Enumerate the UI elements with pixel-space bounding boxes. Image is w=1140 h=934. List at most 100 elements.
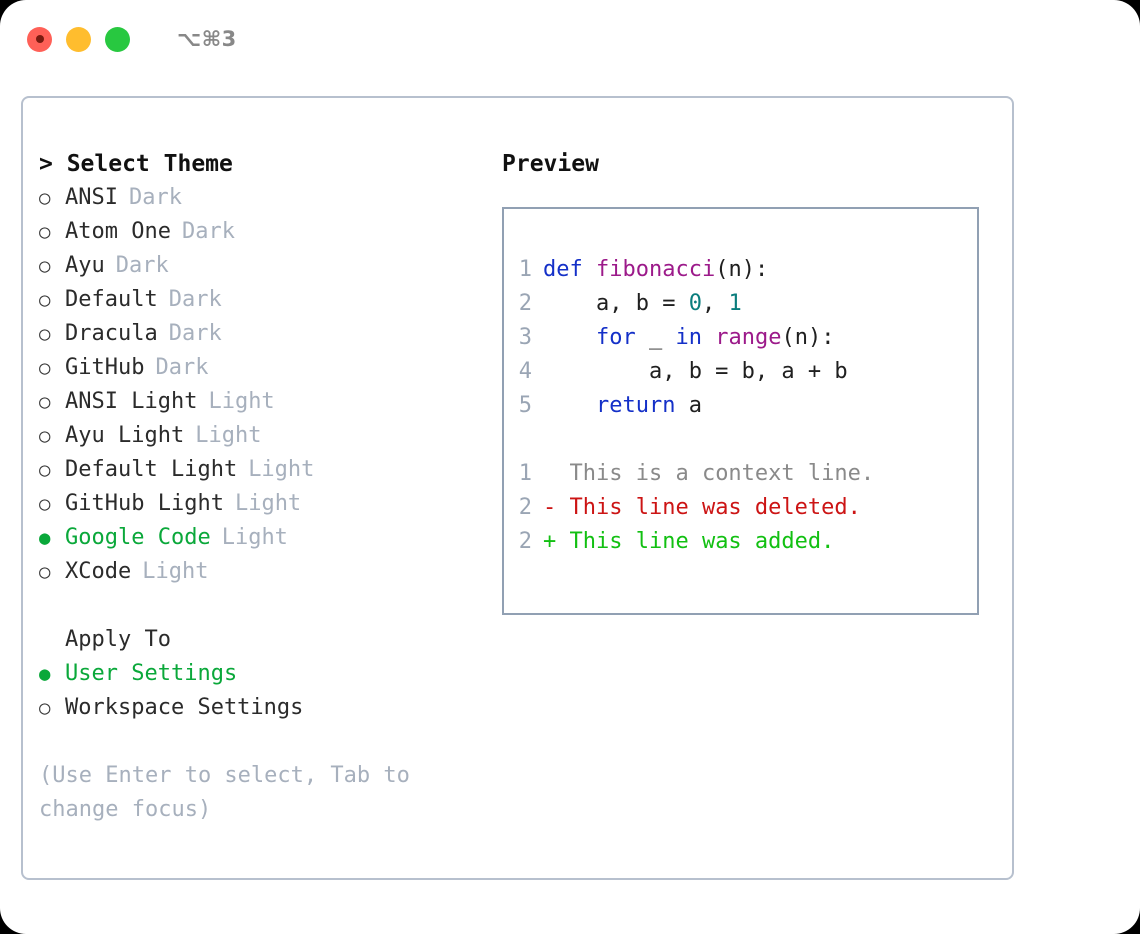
diff-marker: - (543, 495, 557, 520)
theme-option-label: GitHub (65, 355, 145, 380)
theme-option-ayu-light[interactable]: ○ Ayu Light Light (39, 419, 493, 453)
code-token-plain: , (701, 291, 729, 316)
theme-option-badge: Dark (115, 253, 169, 278)
apply-to-option-list: ●User Settings ○ Workspace Settings (39, 657, 493, 725)
theme-option-badge: Dark (168, 287, 222, 312)
close-window-button[interactable] (27, 26, 52, 52)
code-token-plain: (n): (715, 257, 769, 282)
maximize-window-button[interactable] (105, 26, 130, 52)
theme-option-badge: Light (142, 559, 209, 584)
radio-unselected-icon: ○ (39, 221, 51, 243)
radio-unselected-icon: ○ (39, 425, 51, 447)
code-diff-spacer (504, 423, 977, 457)
code-token-plain (543, 325, 596, 350)
radio-unselected-icon: ○ (39, 289, 51, 311)
diff-marker (543, 457, 556, 491)
radio-unselected-icon: ○ (39, 459, 51, 481)
keyboard-hint-text: (Use Enter to select, Tab to change focu… (39, 763, 410, 822)
theme-option-label: Google Code (65, 525, 211, 550)
theme-option-label: Dracula (65, 321, 158, 346)
code-token-kw: for (595, 325, 636, 350)
theme-option-label: Ayu (65, 253, 105, 278)
minimize-window-button[interactable] (66, 26, 91, 52)
radio-unselected-icon: ○ (39, 255, 51, 277)
radio-unselected-icon: ○ (39, 357, 51, 379)
line-number: 5 (518, 393, 532, 418)
radio-selected-icon: ● (39, 527, 51, 549)
apply-to-option-user-settings[interactable]: ●User Settings (39, 657, 493, 691)
code-token-plain (543, 393, 596, 418)
diff-text: This line was deleted. (556, 495, 861, 520)
radio-unselected-icon: ○ (39, 391, 51, 413)
diff-marker: + (543, 529, 557, 554)
diff-text: This line was added. (556, 529, 835, 554)
theme-option-label: XCode (65, 559, 132, 584)
theme-option-label: Default (65, 287, 158, 312)
theme-option-ayu[interactable]: ○ Ayu Dark (39, 249, 493, 283)
theme-option-badge: Light (221, 525, 288, 550)
code-token-plain: a, b = (543, 291, 689, 316)
diff-line: 1 This is a context line. (504, 457, 977, 491)
radio-unselected-icon: ○ (39, 187, 51, 209)
code-text: return a (543, 389, 702, 423)
diff-sample: 1 This is a context line.2- This line wa… (504, 457, 977, 559)
theme-option-default-light[interactable]: ○ Default Light Light (39, 453, 493, 487)
keyboard-shortcut-label: ⌥⌘3 (177, 27, 237, 51)
theme-option-badge: Light (208, 389, 275, 414)
code-line: 2 a, b = 0, 1 (504, 287, 977, 321)
section-spacer (39, 589, 493, 623)
theme-option-label: Ayu Light (65, 423, 185, 448)
theme-option-badge: Light (248, 457, 315, 482)
radio-unselected-icon: ○ (39, 697, 51, 719)
code-line: 3 for _ in range(n): (504, 321, 977, 355)
traffic-lights (27, 26, 130, 52)
code-line: 5 return a (504, 389, 977, 423)
theme-option-default[interactable]: ○ Default Dark (39, 283, 493, 317)
theme-option-badge: Light (195, 423, 262, 448)
apply-to-option-workspace-settings[interactable]: ○ Workspace Settings (39, 691, 493, 725)
theme-option-badge: Dark (168, 321, 222, 346)
code-text: a, b = 0, 1 (543, 287, 742, 321)
code-token-plain (702, 325, 715, 350)
diff-line: 2- This line was deleted. (504, 491, 977, 525)
diff-text: This is a context line. (556, 461, 875, 486)
title-bar: ⌥⌘3 (0, 0, 1140, 78)
theme-option-label: ANSI (65, 185, 118, 210)
code-token-num: 1 (728, 291, 742, 316)
code-token-plain: a (675, 393, 702, 418)
preview-header: Preview (502, 151, 599, 177)
radio-unselected-icon: ○ (39, 493, 51, 515)
diff-line: 2 + This line was added. (504, 525, 977, 559)
code-text: def fibonacci(n): (543, 253, 768, 287)
apply-to-option-label: User Settings (65, 661, 238, 686)
theme-option-badge: Dark (155, 355, 209, 380)
line-number: 2 (518, 495, 532, 520)
select-theme-header: > Select Theme (39, 151, 233, 177)
apply-to-option-label: Workspace Settings (65, 695, 304, 720)
theme-option-google-code[interactable]: ● Google Code Light (39, 521, 493, 555)
line-number: 2 (518, 529, 532, 554)
code-text: a, b = b, a + b (543, 355, 848, 389)
close-icon (35, 35, 44, 43)
theme-option-label: Default Light (65, 457, 238, 482)
code-token-kw: return (595, 393, 676, 418)
code-token-fn: range (715, 325, 782, 350)
code-token-kw: def (543, 257, 596, 282)
code-token-fn: fibonacci (595, 257, 716, 282)
theme-option-badge: Dark (181, 219, 235, 244)
line-number: 3 (518, 325, 532, 350)
theme-option-github[interactable]: ○ GitHub Dark (39, 351, 493, 385)
code-token-plain: (n): (781, 325, 835, 350)
